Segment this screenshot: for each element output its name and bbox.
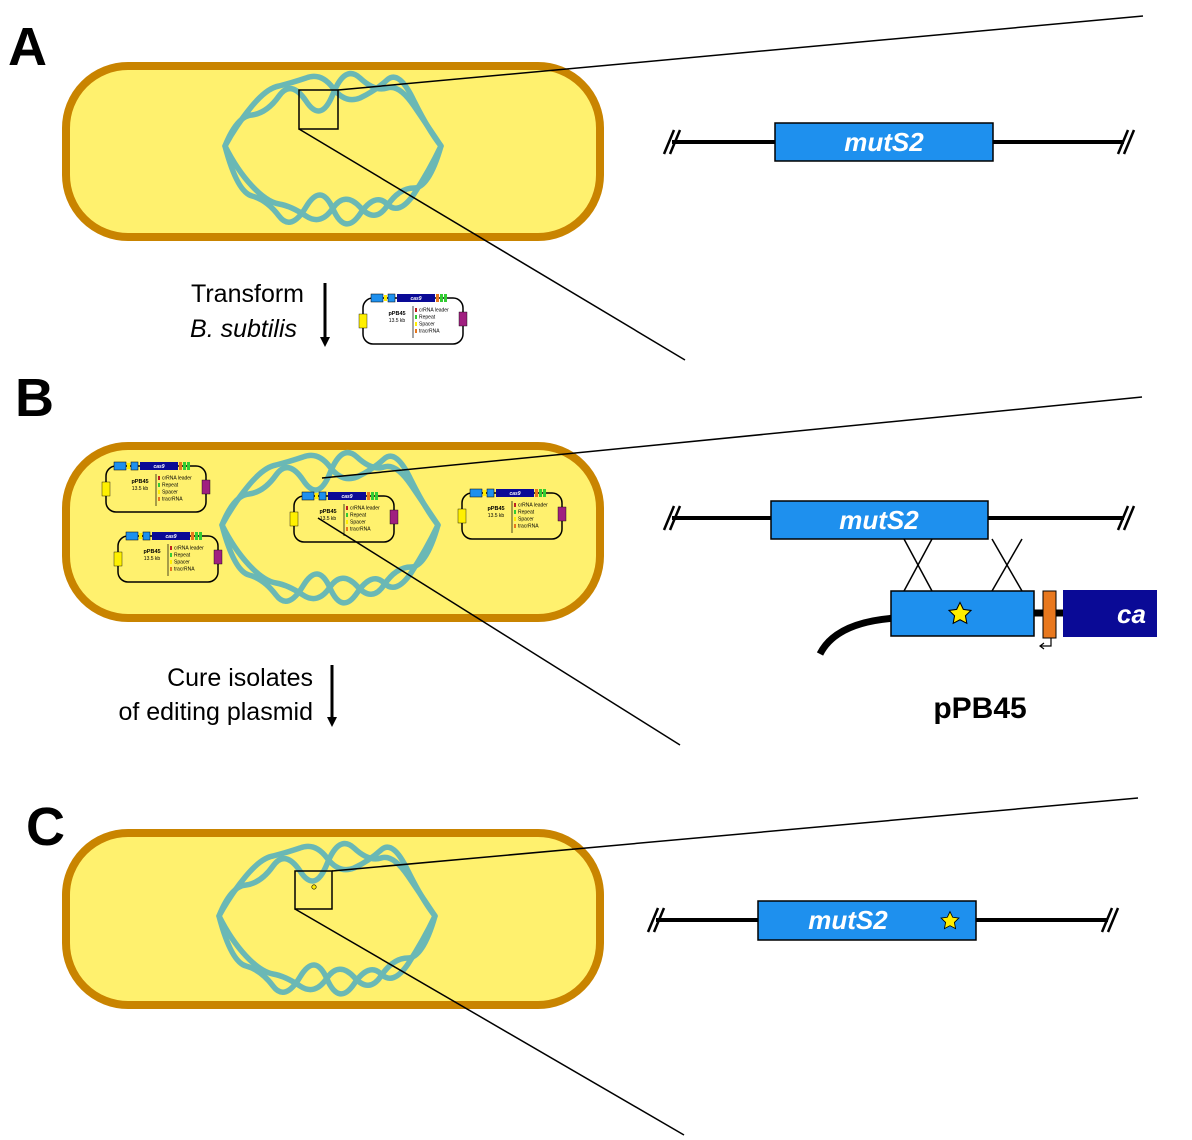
break-mark-right-a (1116, 129, 1136, 155)
sgRNA-cassette-b (1042, 590, 1057, 639)
zoom-line-b-bottom (317, 517, 681, 746)
panel-a-label: A (8, 17, 47, 77)
mutS2-gene-a (774, 122, 994, 162)
cas9-gene-b (1063, 590, 1157, 637)
panel-a: A mutS2 (8, 15, 1144, 361)
zoom-line-b-top (321, 396, 1143, 479)
zoom-box-a (298, 89, 339, 130)
step-cure: Cure isolates of editing plasmid (118, 664, 337, 727)
bacterial-cell-b (62, 442, 604, 622)
zoom-line-c-bottom (294, 908, 685, 1136)
transform-species-text: B. subtilis (190, 315, 297, 343)
panel-c: C mutS2 (26, 797, 1139, 1136)
zoom-line-c-top (331, 797, 1139, 872)
step-transform: Transform B. subtilis (190, 280, 468, 347)
crossover-lines (903, 538, 1023, 592)
plasmid-icon (358, 293, 468, 345)
mutation-dot-c (311, 884, 317, 890)
bacterial-cell-a (62, 62, 604, 241)
break-mark-left-a (662, 129, 682, 155)
mutS2-gene-b (770, 500, 989, 540)
mutS2-label-c: mutS2 (808, 905, 888, 935)
panel-b-label: B (15, 368, 54, 428)
mutS2-label-a: mutS2 (844, 127, 924, 157)
mutS2-label-b: mutS2 (839, 505, 919, 535)
bacterial-cell-c (62, 829, 604, 1009)
plasmid-label-b: pPB45 (933, 692, 1026, 725)
panel-b: B mutS2 ca pPB45 (15, 368, 1157, 746)
cure-text-line2: of editing plasmid (118, 698, 313, 726)
panel-c-label: C (26, 797, 65, 857)
break-mark-left-b (662, 505, 682, 531)
break-mark-right-b (1116, 505, 1136, 531)
break-mark-right-c (1100, 907, 1120, 933)
cure-text-line1: Cure isolates (167, 664, 313, 692)
zoom-box-c (294, 870, 333, 910)
zoom-line-a-bottom (298, 128, 686, 361)
transform-text: Transform (191, 280, 304, 308)
zoom-line-a-top (337, 15, 1144, 91)
plasmid-backbone-b (816, 614, 897, 656)
promoter-arrow-icon (1041, 638, 1052, 647)
mutS2-gene-c (757, 900, 977, 941)
break-mark-left-c (646, 907, 666, 933)
cas9-label-b: ca (1117, 599, 1146, 629)
